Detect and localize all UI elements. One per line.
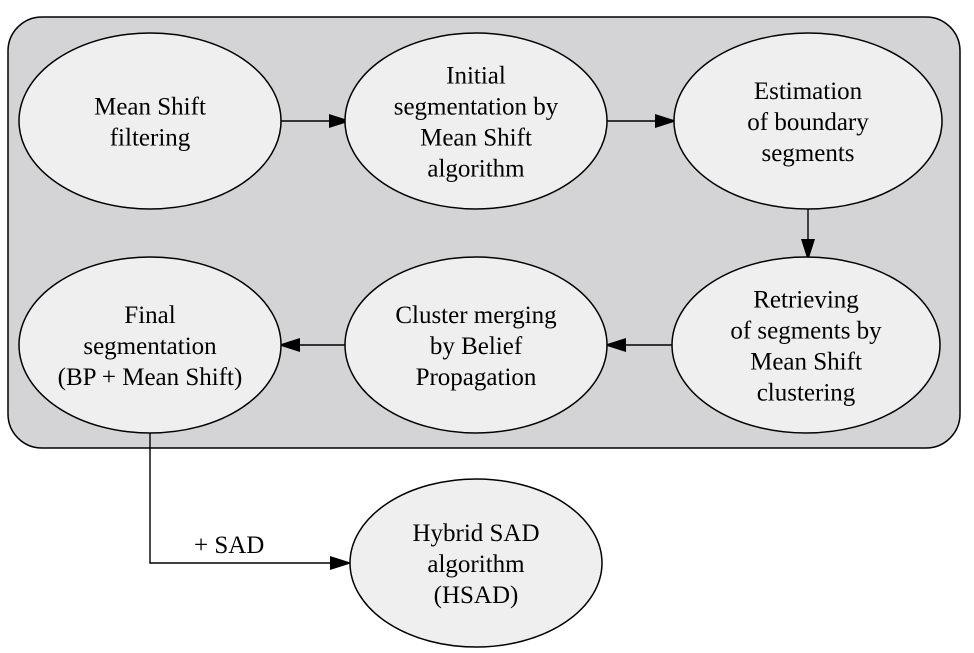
- node-label-line: Propagation: [416, 364, 537, 391]
- node-label-line: of boundary: [747, 109, 869, 136]
- node-estimation-boundary: Estimation of boundary segments: [673, 32, 943, 210]
- nodes-layer: Mean Shift filtering Initial segmentation b…: [18, 32, 943, 648]
- node-label-line: Estimation: [754, 78, 863, 105]
- node-label-line: Mean Shift: [420, 125, 532, 152]
- node-label-line: Hybrid SAD: [412, 520, 539, 547]
- edges-layer: + SAD: [149, 114, 815, 570]
- node-shape-retrieving-segments: [671, 256, 941, 434]
- node-shape-initial-segmentation: [344, 32, 608, 210]
- node-mean-shift-filtering: Mean Shift filtering: [18, 32, 282, 210]
- node-label-line: Mean Shift: [750, 349, 862, 376]
- node-shape-final-segmentation: [18, 256, 282, 434]
- node-label-line: Initial: [446, 63, 506, 90]
- node-label-line: clustering: [757, 380, 856, 407]
- node-retrieving-segments: Retrieving of segments by Mean Shift cluste…: [671, 256, 941, 434]
- node-label-line: (BP + Mean Shift): [58, 364, 243, 391]
- node-shape-estimation-boundary: [673, 32, 943, 210]
- node-label-line: Final: [124, 302, 175, 329]
- node-label-line: Cluster merging: [395, 302, 557, 329]
- node-label-line: Retrieving: [753, 287, 859, 314]
- node-shape-cluster-merging: [344, 256, 608, 434]
- node-label-line: (HSAD): [434, 582, 519, 609]
- node-label-line: by Belief: [430, 333, 523, 360]
- node-label-line: algorithm: [427, 551, 525, 578]
- arrow-final-to-hybrid: [149, 433, 352, 570]
- node-label-line: Mean Shift: [94, 94, 206, 121]
- node-label-line: filtering: [110, 125, 191, 152]
- edge-label-plus-sad: + SAD: [194, 532, 264, 559]
- node-label-line: segmentation: [83, 333, 217, 360]
- node-label-line: segmentation by: [394, 94, 559, 121]
- node-hybrid-sad: Hybrid SAD algorithm (HSAD): [349, 478, 603, 648]
- node-label-line: algorithm: [427, 156, 525, 183]
- node-label-line: of segments by: [730, 318, 882, 345]
- node-shape-hybrid-sad: [349, 478, 603, 648]
- node-shape-mean-shift-filtering: [18, 32, 282, 210]
- node-initial-segmentation: Initial segmentation by Mean Shift algorith…: [344, 32, 608, 210]
- node-final-segmentation: Final segmentation (BP + Mean Shift): [18, 256, 282, 434]
- node-label-line: segments: [761, 140, 854, 167]
